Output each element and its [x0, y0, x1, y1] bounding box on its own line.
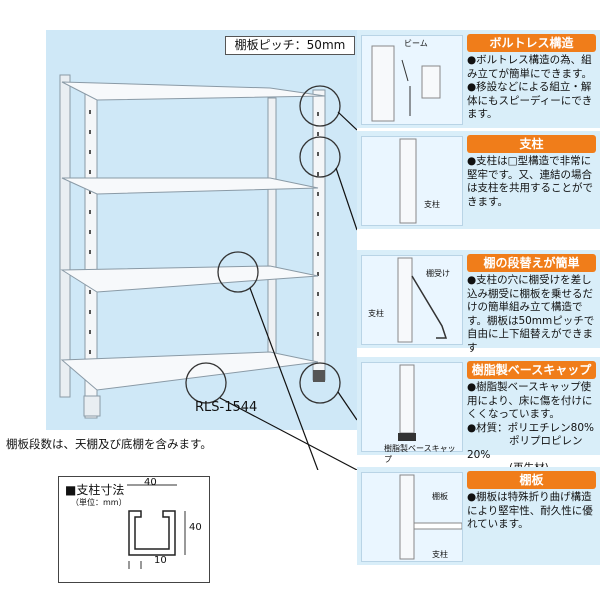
model-number: RLS-1544 [195, 400, 258, 415]
base-cap-label: 樹脂製ベースキャップ [384, 444, 456, 464]
shelf-pitch-label: 棚板ピッチ：50mm [225, 36, 355, 55]
feature-panel-boltless: ビーム ボルトレス構造 ●ボルトレス構造の為、組み立てが簡単にできます。 ●移設… [357, 30, 600, 128]
post-size-unit: （単位：mm） [71, 498, 127, 507]
feature-title-shelf-board: 棚板 [467, 471, 596, 489]
feature-panel-easy-adjust: 棚受け 支柱 棚の段替えが簡単 ●支柱の穴に棚受けを差し込み棚受に棚板を乗せるだ… [357, 250, 600, 354]
post-illustration [399, 138, 417, 224]
post-label: 支柱 [424, 200, 440, 209]
post-label-2: 支柱 [368, 309, 384, 318]
feature-photo-shelf-board: 棚板 支柱 [361, 472, 463, 562]
post-label-3: 支柱 [432, 550, 448, 559]
feature-title-boltless: ボルトレス構造 [467, 34, 596, 52]
boltless-beam-illustration [371, 45, 441, 122]
feature-text-shelf-board: ●棚板は特殊折り曲げ構造により堅牢性、耐久性に優れています。 [467, 491, 593, 530]
shelf-board-illustration [399, 474, 463, 560]
post-size-title: ■支柱寸法 [65, 483, 125, 497]
post-height-dimension: 40 [189, 522, 202, 533]
post-lip-dimension: 10 [154, 555, 167, 566]
shelf-tier-note: 棚板段数は、天棚及び底棚を含みます。 [6, 437, 212, 451]
feature-text-post: ●支柱は□型構造で非常に堅牢です。又、連結の場合は支柱を共用することができます。 [467, 155, 593, 208]
feature-text-easy-adjust: ●支柱の穴に棚受けを差し込み棚受に棚板を乗せるだけの簡単組み立て構造です。棚板は… [467, 274, 595, 354]
post-width-dimension: 40 [144, 477, 157, 488]
post-size-box: ■支柱寸法 （単位：mm） 40 40 10 [58, 476, 210, 583]
feature-photo-boltless: ビーム [361, 35, 463, 125]
feature-panel-shelf-board: 棚板 支柱 棚板 ●棚板は特殊折り曲げ構造により堅牢性、耐久性に優れています。 [357, 467, 600, 565]
base-cap-illustration [398, 364, 416, 441]
bracket-label: 棚受け [426, 269, 450, 278]
feature-title-base-cap: 樹脂製ベースキャップ [467, 361, 596, 379]
feature-photo-easy-adjust: 棚受け 支柱 [361, 255, 463, 345]
feature-title-easy-adjust: 棚の段替えが簡単 [467, 254, 596, 272]
shelf-drawing [46, 30, 357, 470]
feature-text-base-cap: ●樹脂製ベースキャップ使用により、床に傷を付けにくくなっています。 ●材質：ポリ… [467, 381, 594, 474]
feature-panel-base-cap: 樹脂製ベースキャップ 樹脂製ベースキャップ ●樹脂製ベースキャップ使用により、床… [357, 357, 600, 474]
feature-title-post: 支柱 [467, 135, 596, 153]
feature-photo-base-cap: 樹脂製ベースキャップ [361, 362, 463, 464]
shelf-bracket-illustration [397, 257, 448, 343]
post-cross-section-diagram [127, 484, 186, 569]
shelf-board-label: 棚板 [432, 492, 448, 501]
feature-text-boltless: ●ボルトレス構造の為、組み立てが簡単にできます。 ●移設などによる組立・解体にも… [467, 54, 593, 120]
product-illustration [0, 0, 357, 470]
feature-photo-post: 支柱 [361, 136, 463, 226]
feature-panel-post: 支柱 支柱 ●支柱は□型構造で非常に堅牢です。又、連結の場合は支柱を共用すること… [357, 131, 600, 229]
beam-label: ビーム [404, 39, 428, 48]
